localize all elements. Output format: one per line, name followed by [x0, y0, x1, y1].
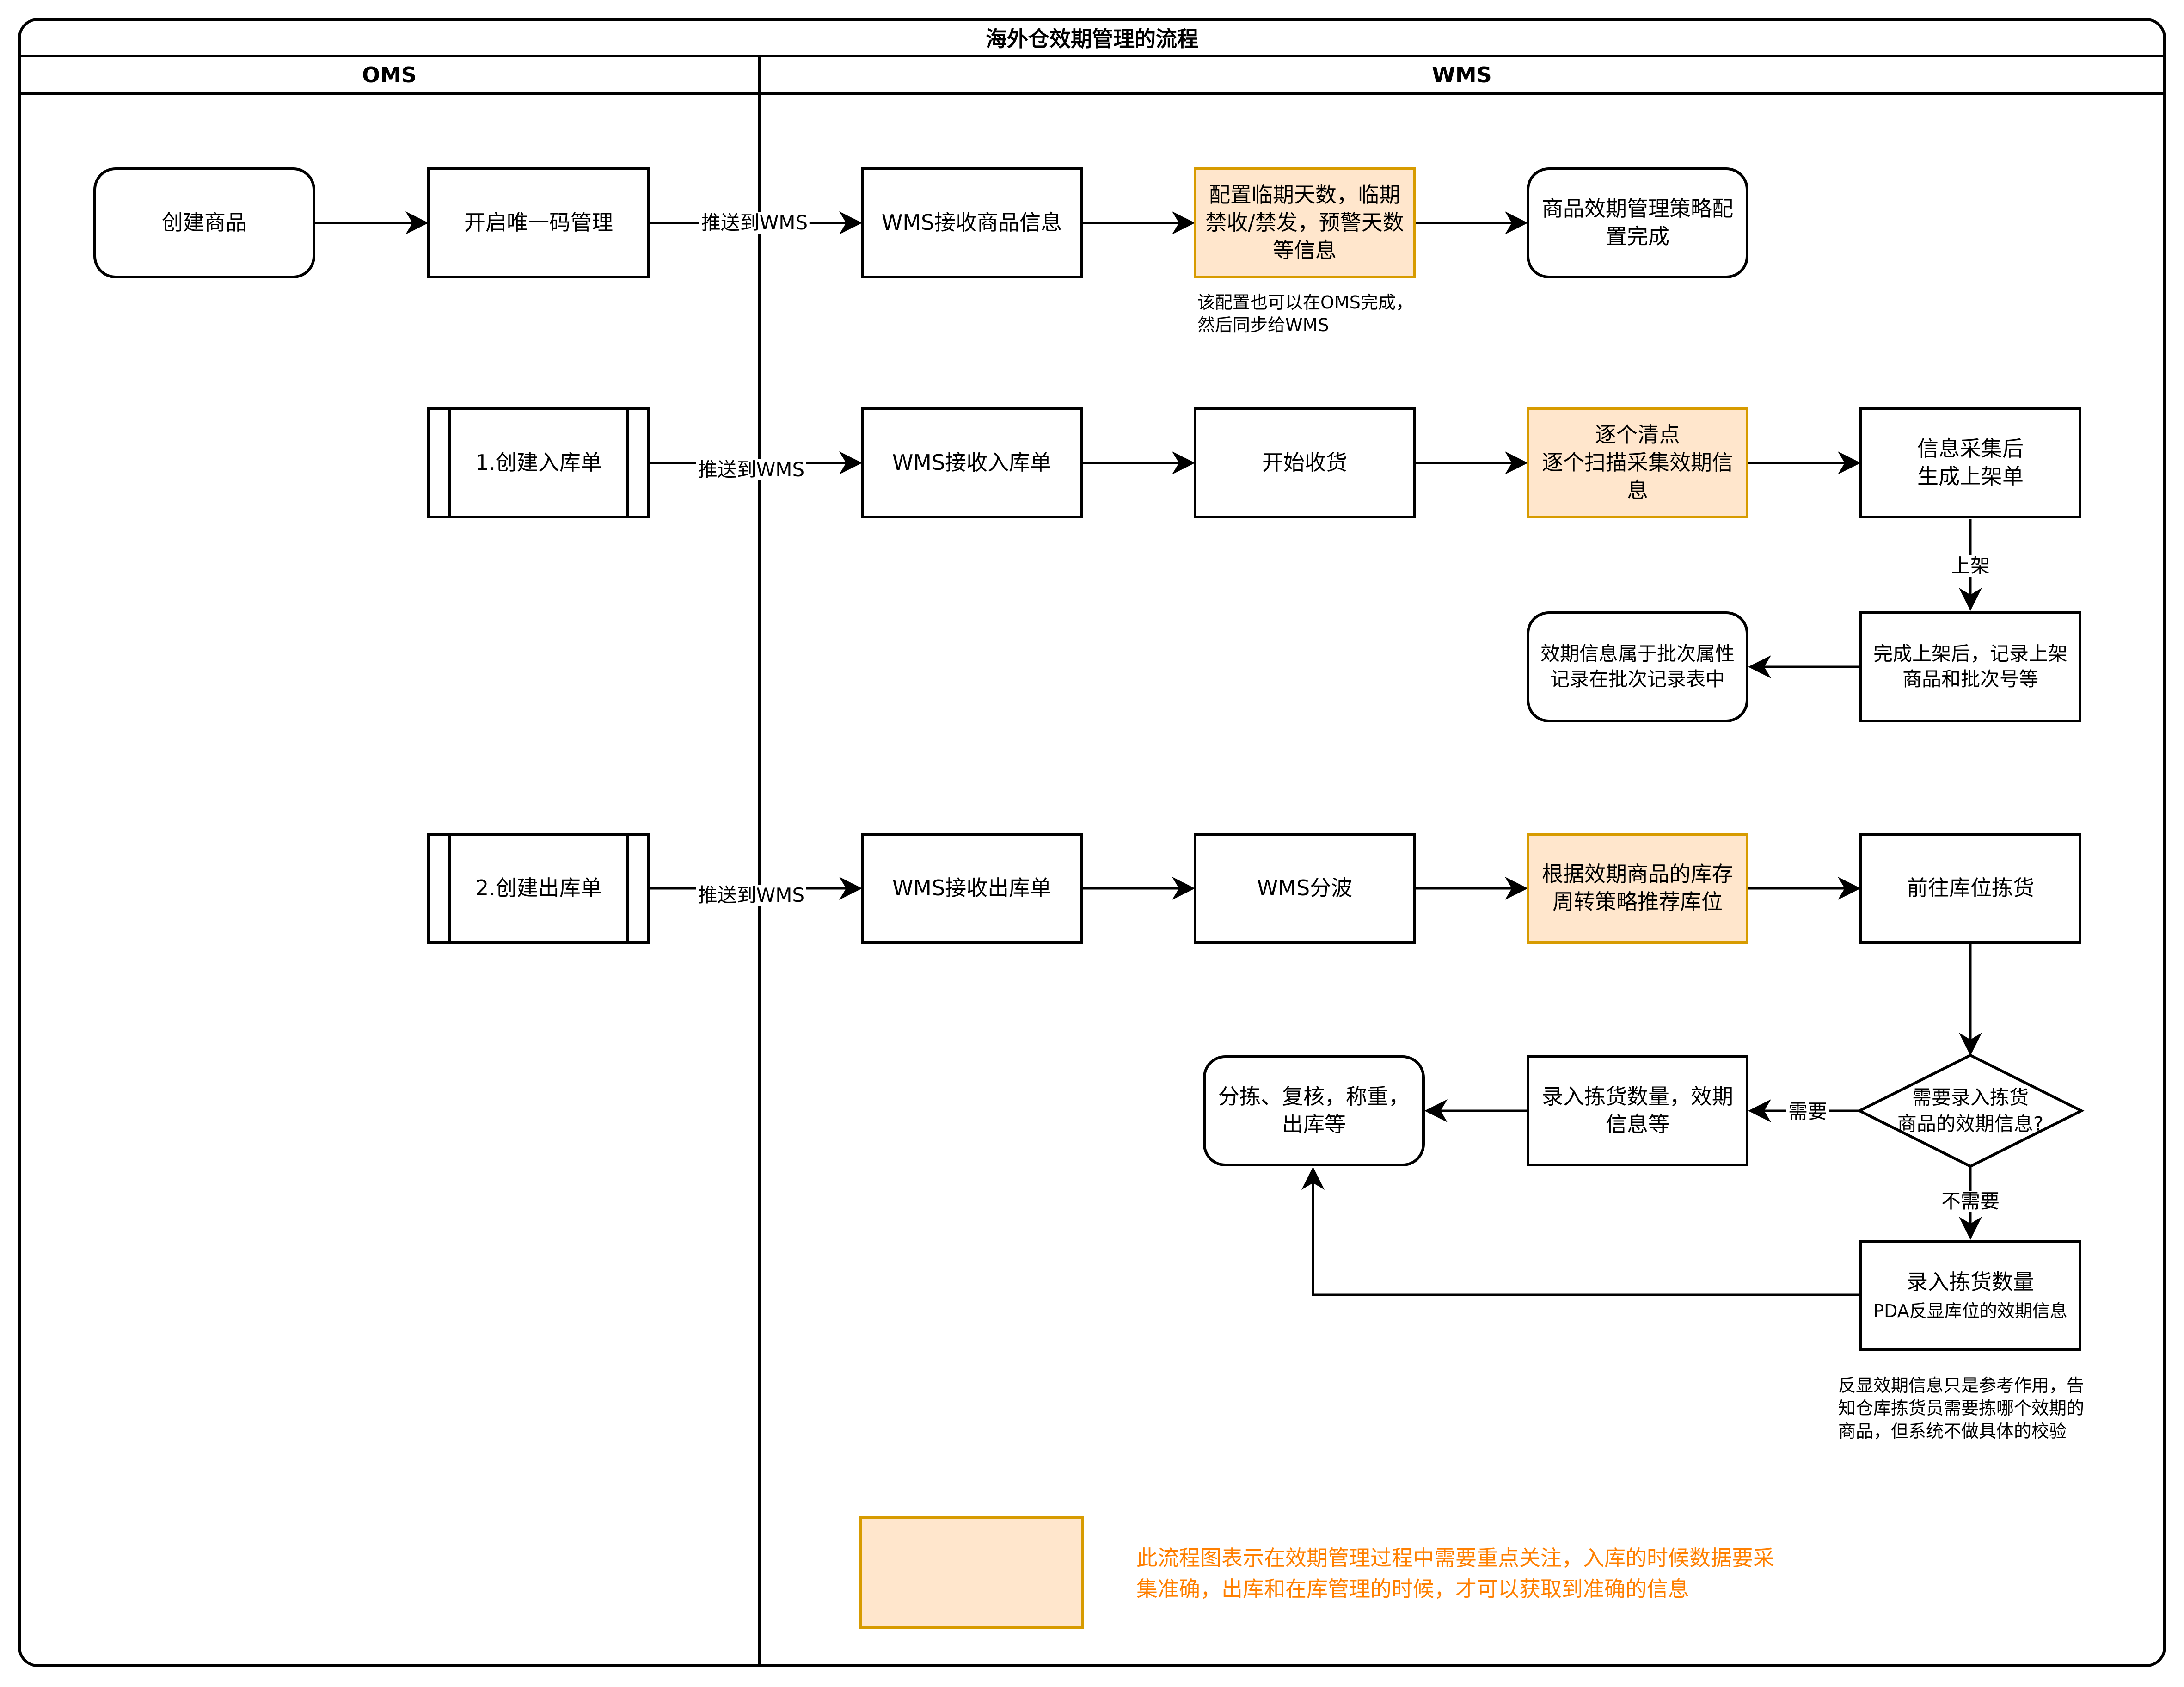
lane-header-oms: OMS: [362, 62, 417, 87]
node-create-outbound[interactable]: 2.创建出库单: [427, 833, 650, 944]
node-wms-receive-inbound[interactable]: WMS接收入库单: [861, 407, 1083, 518]
legend-text: 此流程图表示在效期管理过程中需要重点关注，入库的时候数据要采 集准确，出库和在库…: [1136, 1545, 1774, 1601]
node-input-qty[interactable]: 录入拣货数量 PDA反显库位的效期信息: [1859, 1240, 2081, 1351]
subprocess-bar: [626, 833, 629, 944]
edge-label-no-need: 不需要: [1939, 1191, 2002, 1212]
pool-title: 海外仓效期管理的流程: [986, 26, 1198, 51]
note-config: 该配置也可以在OMS完成， 然后同步给WMS: [1197, 292, 1413, 336]
node-scan-each[interactable]: 逐个清点 逐个扫描采集效期信息: [1527, 407, 1748, 518]
edge-qty-to-sort: [1301, 1167, 1859, 1296]
edge-label-push-2: 推送到WMS: [696, 459, 807, 480]
node-go-pick[interactable]: 前往库位拣货: [1859, 833, 2081, 944]
node-input-qty-title: 录入拣货数量: [1907, 1269, 2034, 1295]
subprocess-bar: [448, 833, 451, 944]
node-putaway-done[interactable]: 完成上架后，记录上架 商品和批次号等: [1859, 611, 2081, 722]
subprocess-bar: [448, 407, 451, 518]
node-config-expiry[interactable]: 配置临期天数，临期 禁收/禁发，预警天数 等信息: [1194, 167, 1416, 278]
edge-label-putaway: 上架: [1949, 555, 1992, 577]
node-gen-putaway[interactable]: 信息采集后 生成上架单: [1859, 407, 2081, 518]
node-enable-unique-code[interactable]: 开启唯一码管理: [427, 167, 650, 278]
lane-header-wms: WMS: [1432, 62, 1492, 87]
node-create-product[interactable]: 创建商品: [93, 167, 315, 278]
node-wms-receive-product[interactable]: WMS接收商品信息: [861, 167, 1083, 278]
edge-label-push-3: 推送到WMS: [696, 885, 807, 906]
edge-label-push-1: 推送到WMS: [699, 212, 810, 234]
node-strategy-done[interactable]: 商品效期管理策略配 置完成: [1527, 167, 1748, 278]
node-input-qty-sub: PDA反显库位的效期信息: [1873, 1301, 2067, 1322]
node-need-input-decision[interactable]: 需要录入拣货 商品的效期信息?: [1897, 1086, 2044, 1135]
node-start-receiving[interactable]: 开始收货: [1194, 407, 1416, 518]
edge-label-need: 需要: [1786, 1101, 1829, 1122]
node-recommend-location[interactable]: 根据效期商品的库存 周转策略推荐库位: [1527, 833, 1748, 944]
note-display: 反显效期信息只是参考作用，告 知仓库拣货员需要拣哪个效期的 商品，但系统不做具体…: [1838, 1375, 2085, 1441]
subprocess-bar: [626, 407, 629, 518]
node-wms-receive-outbound[interactable]: WMS接收出库单: [861, 833, 1083, 944]
pool-frame: [18, 18, 2166, 1667]
legend-swatch: [859, 1516, 1084, 1629]
node-batch-record[interactable]: 效期信息属于批次属性 记录在批次记录表中: [1527, 611, 1748, 722]
node-create-inbound[interactable]: 1.创建入库单: [427, 407, 650, 518]
node-wms-wave[interactable]: WMS分波: [1194, 833, 1416, 944]
node-sort-check-weigh[interactable]: 分拣、复核，称重， 出库等: [1203, 1055, 1425, 1166]
node-input-qty-expiry[interactable]: 录入拣货数量，效期 信息等: [1527, 1055, 1748, 1166]
